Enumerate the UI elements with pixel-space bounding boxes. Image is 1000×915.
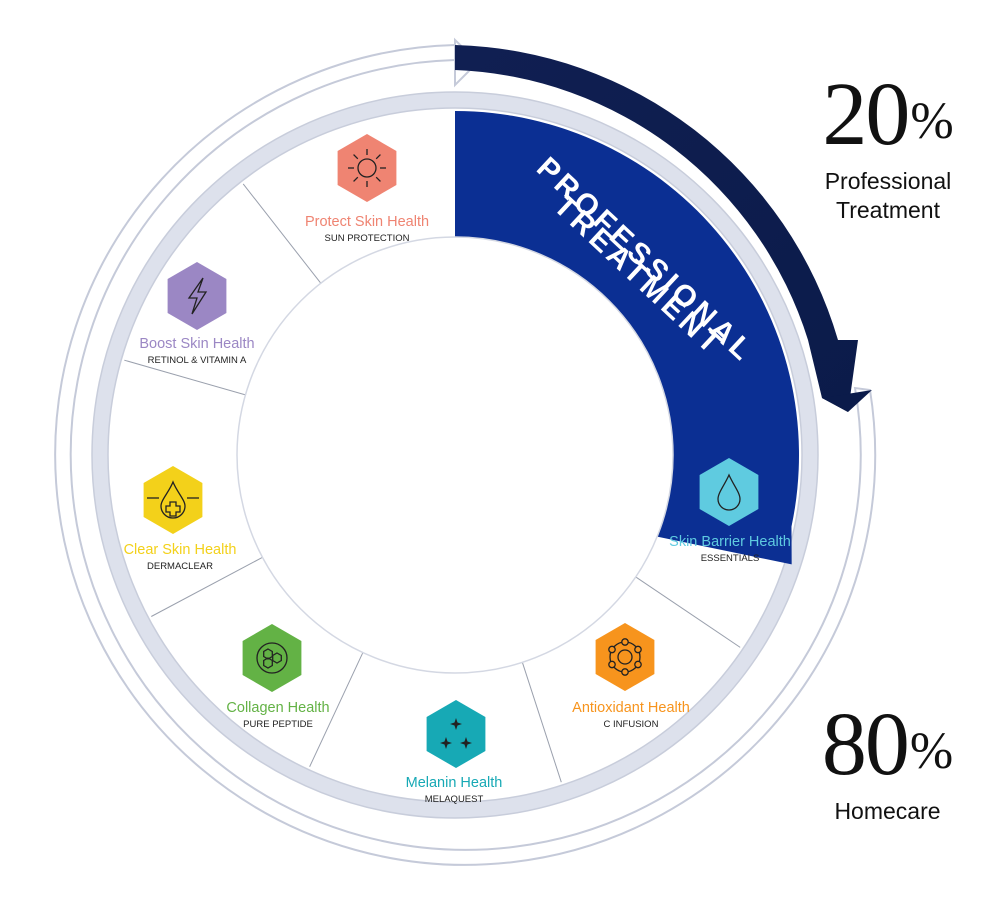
hexagon-badge (595, 623, 655, 691)
water-drop-icon (717, 473, 741, 511)
segment-subtitle: DERMACLEAR (147, 561, 213, 572)
professional-share-value: 20% (808, 70, 968, 167)
professional-share-label: Professional Treatment (824, 168, 952, 223)
segment-divider (151, 556, 263, 617)
segment-title: Clear Skin Health (124, 542, 237, 558)
lightning-bolt-icon (187, 277, 208, 315)
hexagon-badge (337, 134, 397, 202)
sun-icon (348, 149, 386, 187)
segment-subtitle: RETINOL & VITAMIN A (148, 355, 247, 366)
inner-circle (236, 236, 674, 674)
professional-share: 20% Professional Treatment (808, 70, 968, 225)
molecule-ring-icon (608, 638, 642, 676)
sparkle-icon (440, 718, 472, 749)
segment-subtitle: C INFUSION (604, 719, 659, 730)
segment-divider (309, 652, 364, 767)
segment-subtitle: MELAQUEST (425, 794, 484, 805)
cycle-arrow (54, 37, 877, 866)
professional-share-number: 20 (822, 65, 910, 164)
professional-arrow (455, 45, 858, 412)
professional-share-unit: % (910, 93, 954, 150)
professional-treatment-band (455, 111, 800, 565)
segment-antioxidant-health: Antioxidant Health C INFUSION (572, 623, 690, 730)
drop-plus-icon (147, 480, 199, 519)
segment-divider (635, 576, 741, 648)
segment-title: Boost Skin Health (139, 336, 254, 352)
segment-divider (521, 662, 562, 783)
outer-loop-track (54, 43, 877, 866)
segment-subtitle: ESSENTIALS (701, 553, 760, 564)
professional-arrowhead (822, 390, 872, 412)
hexagon-badge (143, 466, 203, 534)
segment-subtitle: SUN PROTECTION (325, 233, 410, 244)
segment-title: Skin Barrier Health (669, 534, 791, 550)
segment-title: Collagen Health (226, 700, 329, 716)
segment-subtitle: PURE PEPTIDE (243, 719, 313, 730)
hexagon-badge (426, 700, 486, 768)
segment-title: Antioxidant Health (572, 700, 690, 716)
homecare-share-label: Homecare (834, 798, 941, 824)
segment-title: Melanin Health (406, 775, 503, 791)
hexagon-badge (699, 458, 759, 526)
segment-divider (242, 183, 322, 284)
segment-divider (124, 359, 246, 396)
homecare-share-value: 80% (805, 700, 970, 797)
segment-dividers (124, 183, 741, 783)
homecare-share-number: 80 (821, 695, 910, 794)
molecule-cycle-icon (256, 642, 288, 674)
homecare-share-unit: % (909, 723, 954, 780)
hexagon-badge (167, 262, 227, 330)
segment-title: Protect Skin Health (305, 214, 429, 230)
homecare-share: 80% Homecare (805, 700, 970, 826)
hexagon-badge (242, 624, 302, 692)
